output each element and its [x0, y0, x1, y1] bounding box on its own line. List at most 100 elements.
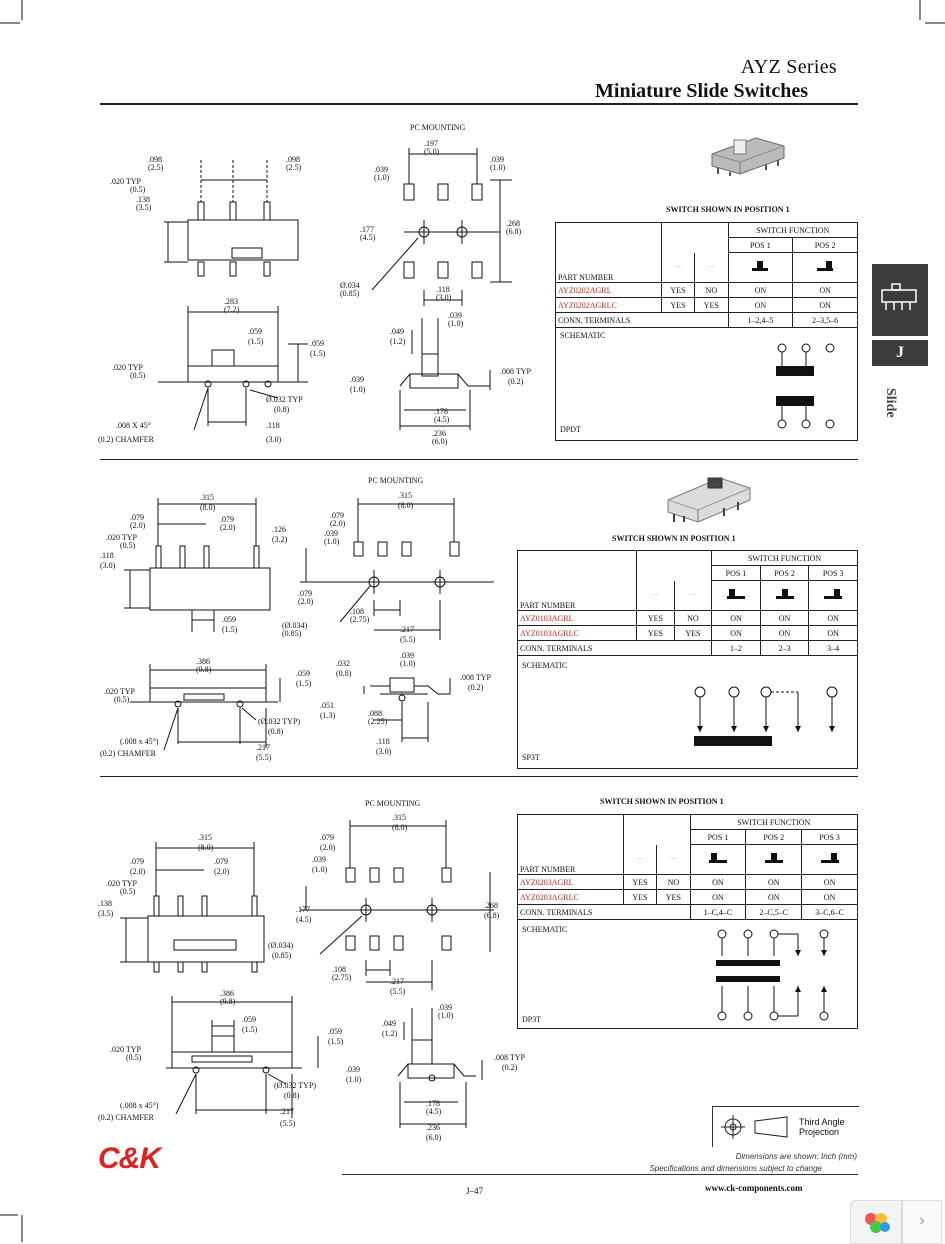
s3-pc-e: .039	[312, 855, 326, 864]
page-number: J–47	[466, 1186, 484, 1196]
s2-th-function: SWITCH FUNCTION	[711, 550, 858, 566]
s1-side-a: .283	[224, 297, 238, 306]
s2-end-h: (1.3)	[320, 711, 336, 720]
s3-function-table: SWITCH FUNCTION POS 1 POS 2 POS 3 PART N…	[517, 814, 859, 1029]
s3-row2-c2: YES	[656, 889, 691, 905]
s2-dim-i: .118	[100, 551, 114, 560]
s2-gray-2: —	[689, 591, 696, 598]
s3-pc-o: .217	[390, 977, 404, 986]
s1-th-pos1: POS 1	[727, 237, 794, 253]
s1-function-table: SWITCH FUNCTION POS 1 POS 2 PART NUMBER …	[555, 222, 859, 441]
section3-pc-layout: .315 (8.0) .079 (2.0) .039 (1.0) .177 (4…	[268, 813, 500, 996]
s3-side-n: (5.5)	[280, 1119, 296, 1128]
s3-side-l: (0.8)	[284, 1091, 300, 1100]
s1-pc-a: .197	[424, 139, 438, 148]
s1-end-g: .039	[350, 375, 364, 384]
website-url[interactable]: www.ck-components.com	[705, 1183, 803, 1193]
s1-pc-b: (5.0)	[424, 147, 440, 156]
s1-dim-c: .098	[286, 155, 300, 164]
section3-end-view: .039 (1.0) .049 (1.2) .008 TYP (0.2) .03…	[346, 1003, 526, 1142]
s3-side-d: (1.5)	[242, 1025, 258, 1034]
s3-row2-v2: ON	[745, 889, 803, 905]
s1-dim-g: .138	[136, 195, 150, 204]
s2-row1-v2: ON	[759, 610, 810, 626]
s2-end-l: (3.0)	[376, 747, 392, 756]
s3-row1-v3: ON	[801, 874, 858, 890]
section1-product-photo	[711, 137, 785, 176]
s2-actuator-pos2	[759, 580, 810, 611]
s1-pc-i: .268	[506, 219, 520, 228]
s1-row2-c1: YES	[660, 297, 696, 313]
s2-dim-h: (0.5)	[120, 541, 136, 550]
third-angle-projection-icon	[721, 1115, 788, 1139]
s2-dim-l: (1.5)	[222, 625, 238, 634]
s3-pc-b: (8.0)	[392, 823, 408, 832]
s1-side-h: (0.5)	[130, 371, 146, 380]
s3-dim-h: (0.5)	[120, 887, 136, 896]
s1-row1-c1: YES	[660, 282, 696, 298]
s3-pc-c: .079	[320, 833, 334, 842]
s3-row2-c1: YES	[622, 889, 658, 905]
s3-pc-k: (Ø.034)	[268, 941, 293, 950]
s3-side-f: (1.5)	[328, 1037, 344, 1046]
s2-pc-j: (2.0)	[298, 597, 314, 606]
s3-pc-n: (2.75)	[332, 973, 352, 982]
s2-side-a: .386	[196, 657, 210, 666]
s3-th-blank	[517, 814, 624, 845]
s3-schematic-type: DP3T	[522, 1015, 542, 1024]
s2-pc-d: (2.0)	[330, 519, 346, 528]
s1-actuator-pos2	[792, 252, 858, 283]
s3-schematic-label: SCHEMATIC	[522, 925, 568, 934]
s2-end-c: .039	[400, 651, 414, 660]
s1-side-f: (1.5)	[310, 349, 326, 358]
s2-dim-e: .079	[220, 515, 234, 524]
s1-end-d: (1.2)	[390, 337, 406, 346]
s2-end-k: .118	[376, 737, 390, 746]
s3-dim-c: .079	[130, 857, 144, 866]
s2-th-partnumber: PART NUMBER	[516, 580, 638, 611]
s3-row1-v2: ON	[745, 874, 803, 890]
s3-th-pos2: POS 2	[745, 829, 803, 845]
s1-schematic-type: DPDT	[560, 425, 581, 434]
footer-note-units: Dimensions are shown: Inch (mm)	[735, 1152, 857, 1161]
s2-conn-label: CONN. TERMINALS	[516, 640, 713, 656]
s2-pc-a: .315	[398, 491, 412, 500]
s2-end-e: .008 TYP	[460, 673, 492, 682]
s3-end-a: .039	[438, 1003, 452, 1012]
s3-pc-l: (0.85)	[272, 951, 292, 960]
viewer-logo-button[interactable]	[850, 1200, 902, 1244]
s3-pc-h: (4.5)	[296, 915, 312, 924]
s1-pc-j: (6.8)	[506, 227, 522, 236]
s3-row1-v1: ON	[689, 874, 747, 890]
s2-conn-3: 3–4	[808, 640, 858, 656]
ck-logo: C&K	[98, 1142, 161, 1175]
s3-pc-p: (5.5)	[390, 987, 406, 996]
s2-end-i: .088	[368, 709, 382, 718]
s1-schematic-label: SCHEMATIC	[560, 331, 606, 340]
s2-schematic-type: SP3T	[522, 753, 540, 762]
s1-end-e: .008 TYP	[500, 367, 532, 376]
s1-conn-1: 1–2,4–5	[727, 312, 794, 328]
s3-actuator-pos3	[801, 844, 858, 875]
section1-end-view: .039 (1.0) .049 (1.2) .008 TYP (0.2) .03…	[350, 311, 532, 446]
s2-end-f: (0.2)	[468, 683, 484, 692]
s1-pc-k: Ø.034	[340, 281, 360, 290]
s1-dim-e: .020 TYP	[110, 177, 142, 186]
s1-end-i: .178	[434, 407, 448, 416]
s2-dim-j: (3.0)	[100, 561, 116, 570]
s1-side-b: (7.2)	[224, 305, 240, 314]
next-page-button[interactable]: ›	[902, 1200, 942, 1244]
s1-end-c: .049	[390, 327, 404, 336]
section2-front-view: .315 (8.0) .079 (2.0) .079 (2.0) .020 TY…	[100, 493, 271, 634]
s3-side-k: (Ø.032 TYP)	[274, 1081, 316, 1090]
s2-th-pos2: POS 2	[759, 565, 810, 581]
s1-pc-e: .039	[490, 155, 504, 164]
s3-pc-f: (1.0)	[312, 865, 328, 874]
s1-row2-v2: ON	[792, 297, 858, 313]
s2-side-h: (0.2) CHAMFER	[100, 749, 157, 758]
header-rule	[100, 103, 858, 105]
s1-pc-m: .118	[436, 285, 450, 294]
s3-side-e: .059	[328, 1027, 342, 1036]
s2-row1-v3: ON	[808, 610, 858, 626]
